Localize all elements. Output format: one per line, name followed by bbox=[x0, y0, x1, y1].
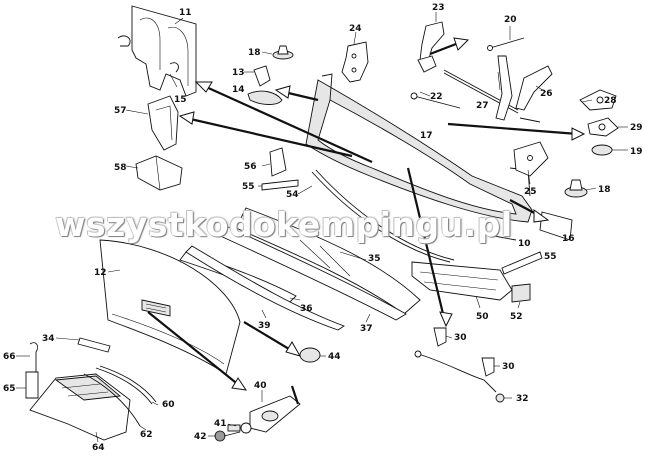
part-60-trim-strip bbox=[95, 365, 157, 405]
part-13-clip bbox=[244, 65, 271, 87]
label-64: 64 bbox=[92, 443, 105, 453]
label-55-left: 55 bbox=[242, 182, 255, 192]
label-10: 10 bbox=[518, 239, 531, 249]
part-64-step-assembly bbox=[29, 373, 131, 441]
label-62: 62 bbox=[140, 430, 153, 440]
part-55-strip-right bbox=[501, 251, 543, 275]
label-30-top: 30 bbox=[454, 333, 467, 343]
label-56: 56 bbox=[244, 162, 257, 172]
label-37: 37 bbox=[360, 324, 373, 334]
part-39-bottom-trim bbox=[185, 245, 345, 331]
label-30-bottom: 30 bbox=[502, 362, 515, 372]
label-58: 58 bbox=[114, 163, 127, 173]
part-50-lamp-housing bbox=[411, 261, 513, 301]
label-44: 44 bbox=[328, 352, 341, 362]
part-18-grommet-right bbox=[564, 179, 588, 198]
part-30-hook-lower bbox=[481, 357, 495, 377]
part-54-seal bbox=[311, 169, 455, 263]
label-35: 35 bbox=[368, 254, 381, 264]
part-56-corner-piece bbox=[269, 147, 287, 177]
part-35-lower-panel bbox=[235, 207, 421, 315]
part-34-clip bbox=[77, 337, 111, 353]
label-13: 13 bbox=[232, 68, 245, 78]
label-23: 23 bbox=[432, 3, 445, 13]
assembly-arrows bbox=[147, 37, 586, 405]
part-11-rear-panel bbox=[117, 5, 197, 97]
label-32: 32 bbox=[516, 394, 529, 404]
part-25-bracket bbox=[513, 141, 549, 177]
label-11: 11 bbox=[179, 8, 192, 18]
part-37-sill bbox=[215, 225, 407, 321]
label-29: 29 bbox=[630, 123, 643, 133]
watermark-text: wszystkodokempingu.pl bbox=[55, 205, 513, 244]
part-10-lower-trim bbox=[493, 235, 517, 241]
label-22: 22 bbox=[430, 92, 443, 102]
label-28-right: 28 bbox=[604, 96, 617, 106]
part-41-bulb-holder bbox=[227, 422, 252, 434]
label-39: 39 bbox=[258, 321, 271, 331]
part-26-hinge-assembly bbox=[495, 55, 553, 123]
part-22-strut bbox=[410, 91, 461, 109]
label-18-top: 18 bbox=[248, 48, 261, 58]
label-16: 16 bbox=[562, 234, 575, 244]
part-32-cable bbox=[414, 350, 505, 403]
label-65: 65 bbox=[3, 384, 16, 394]
part-55-strip bbox=[261, 179, 299, 191]
label-25: 25 bbox=[524, 187, 537, 197]
label-17: 17 bbox=[420, 131, 433, 141]
label-52: 52 bbox=[510, 312, 523, 322]
label-26: 26 bbox=[540, 89, 553, 99]
label-36: 36 bbox=[300, 304, 313, 314]
label-12: 12 bbox=[94, 268, 107, 278]
part-42-bolt bbox=[214, 430, 241, 442]
part-62-trim-strip bbox=[83, 373, 141, 427]
part-28-latch-plate bbox=[579, 89, 617, 111]
label-40: 40 bbox=[254, 381, 267, 391]
part-40-marker-lamp bbox=[249, 395, 301, 433]
label-15: 15 bbox=[174, 95, 187, 105]
part-14-handle bbox=[247, 90, 283, 105]
part-58-mount-block bbox=[135, 155, 183, 191]
label-66: 66 bbox=[3, 352, 16, 362]
leader-lines bbox=[16, 31, 628, 443]
label-41: 41 bbox=[214, 419, 227, 429]
label-18-right: 18 bbox=[598, 185, 611, 195]
label-55-right: 55 bbox=[544, 252, 557, 262]
part-17-windscreen-frame bbox=[305, 73, 533, 223]
part-65-clamp bbox=[25, 371, 39, 399]
part-52-badge bbox=[511, 283, 531, 303]
label-50: 50 bbox=[476, 312, 489, 322]
part-44-round-cap bbox=[299, 347, 321, 363]
label-34: 34 bbox=[42, 334, 55, 344]
label-19: 19 bbox=[630, 147, 643, 157]
part-20-rod bbox=[487, 26, 525, 51]
part-29-mount-plate bbox=[587, 117, 619, 137]
label-20: 20 bbox=[504, 15, 517, 25]
label-27: 27 bbox=[476, 101, 489, 111]
part-66-loop bbox=[29, 342, 39, 372]
label-54: 54 bbox=[286, 190, 299, 200]
part-30-hook bbox=[433, 327, 447, 347]
label-14: 14 bbox=[232, 85, 245, 95]
part-16-end-cap bbox=[539, 211, 573, 241]
label-57: 57 bbox=[114, 106, 127, 116]
part-18-grommet bbox=[261, 45, 294, 60]
part-24-bracket bbox=[341, 41, 369, 83]
label-60: 60 bbox=[162, 400, 175, 410]
label-42: 42 bbox=[194, 432, 207, 442]
part-19-cap bbox=[591, 144, 613, 156]
part-12-front-panel bbox=[99, 239, 241, 375]
part-labels: 11 15 24 23 20 18 13 14 57 22 27 26 28 2… bbox=[3, 3, 643, 453]
part-23-hinge-arm bbox=[417, 12, 445, 73]
part-57-corner-bracket bbox=[147, 95, 179, 151]
label-24: 24 bbox=[349, 24, 362, 34]
